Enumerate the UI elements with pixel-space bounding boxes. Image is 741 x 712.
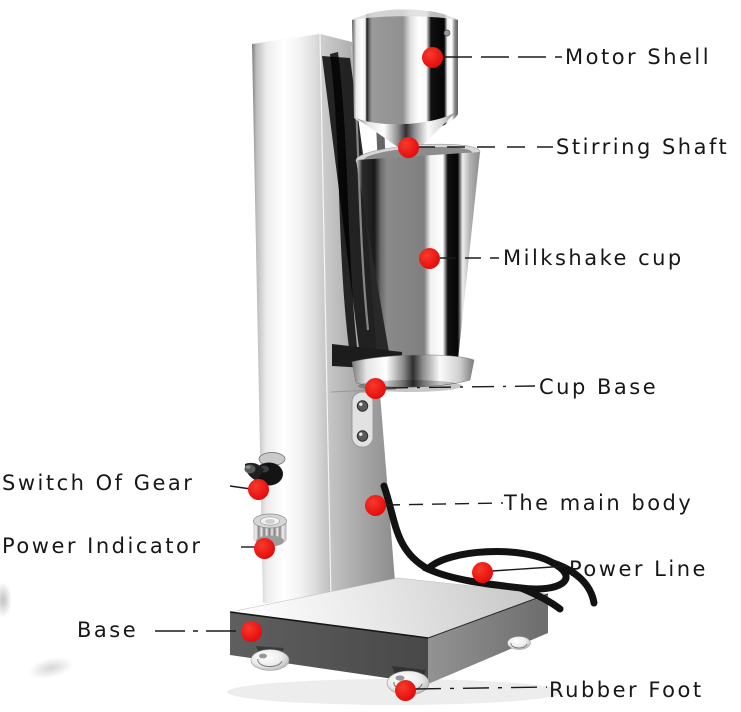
marker-power-line (471, 561, 493, 583)
marker-motor-shell (421, 46, 443, 68)
motor-shell (352, 9, 458, 157)
marker-cup-base (364, 377, 386, 399)
motor-shell-screw (443, 29, 451, 37)
label-motor-shell: Motor Shell (565, 45, 712, 69)
milkshake-cup-part (355, 143, 481, 378)
marker-main-body (364, 494, 386, 516)
motor-funnel (356, 112, 456, 150)
label-milkshake-cup: Milkshake cup (503, 246, 684, 270)
label-cup-base: Cup Base (539, 375, 659, 399)
label-switch-of-gear: Switch Of Gear (2, 471, 195, 495)
gear-switch (244, 452, 286, 486)
label-stirring-shaft: Stirring Shaft (556, 135, 730, 159)
caster-left (250, 649, 290, 671)
label-main-body: The main body (504, 491, 694, 515)
marker-rubber-foot (394, 679, 416, 701)
bracket-screw-top (356, 400, 369, 412)
label-rubber-foot: Rubber Foot (549, 678, 704, 702)
bracket-screw-bottom (356, 430, 369, 442)
label-power-line: Power Line (569, 557, 708, 581)
marker-power-indicator (253, 537, 275, 559)
power-cord (380, 482, 598, 613)
marker-milkshake-cup (418, 247, 440, 269)
marker-switch-of-gear (247, 478, 269, 500)
marker-stirring-shaft (397, 136, 419, 158)
label-power-indicator: Power Indicator (2, 534, 203, 558)
marker-base (240, 620, 262, 642)
label-base: Base (77, 618, 139, 642)
